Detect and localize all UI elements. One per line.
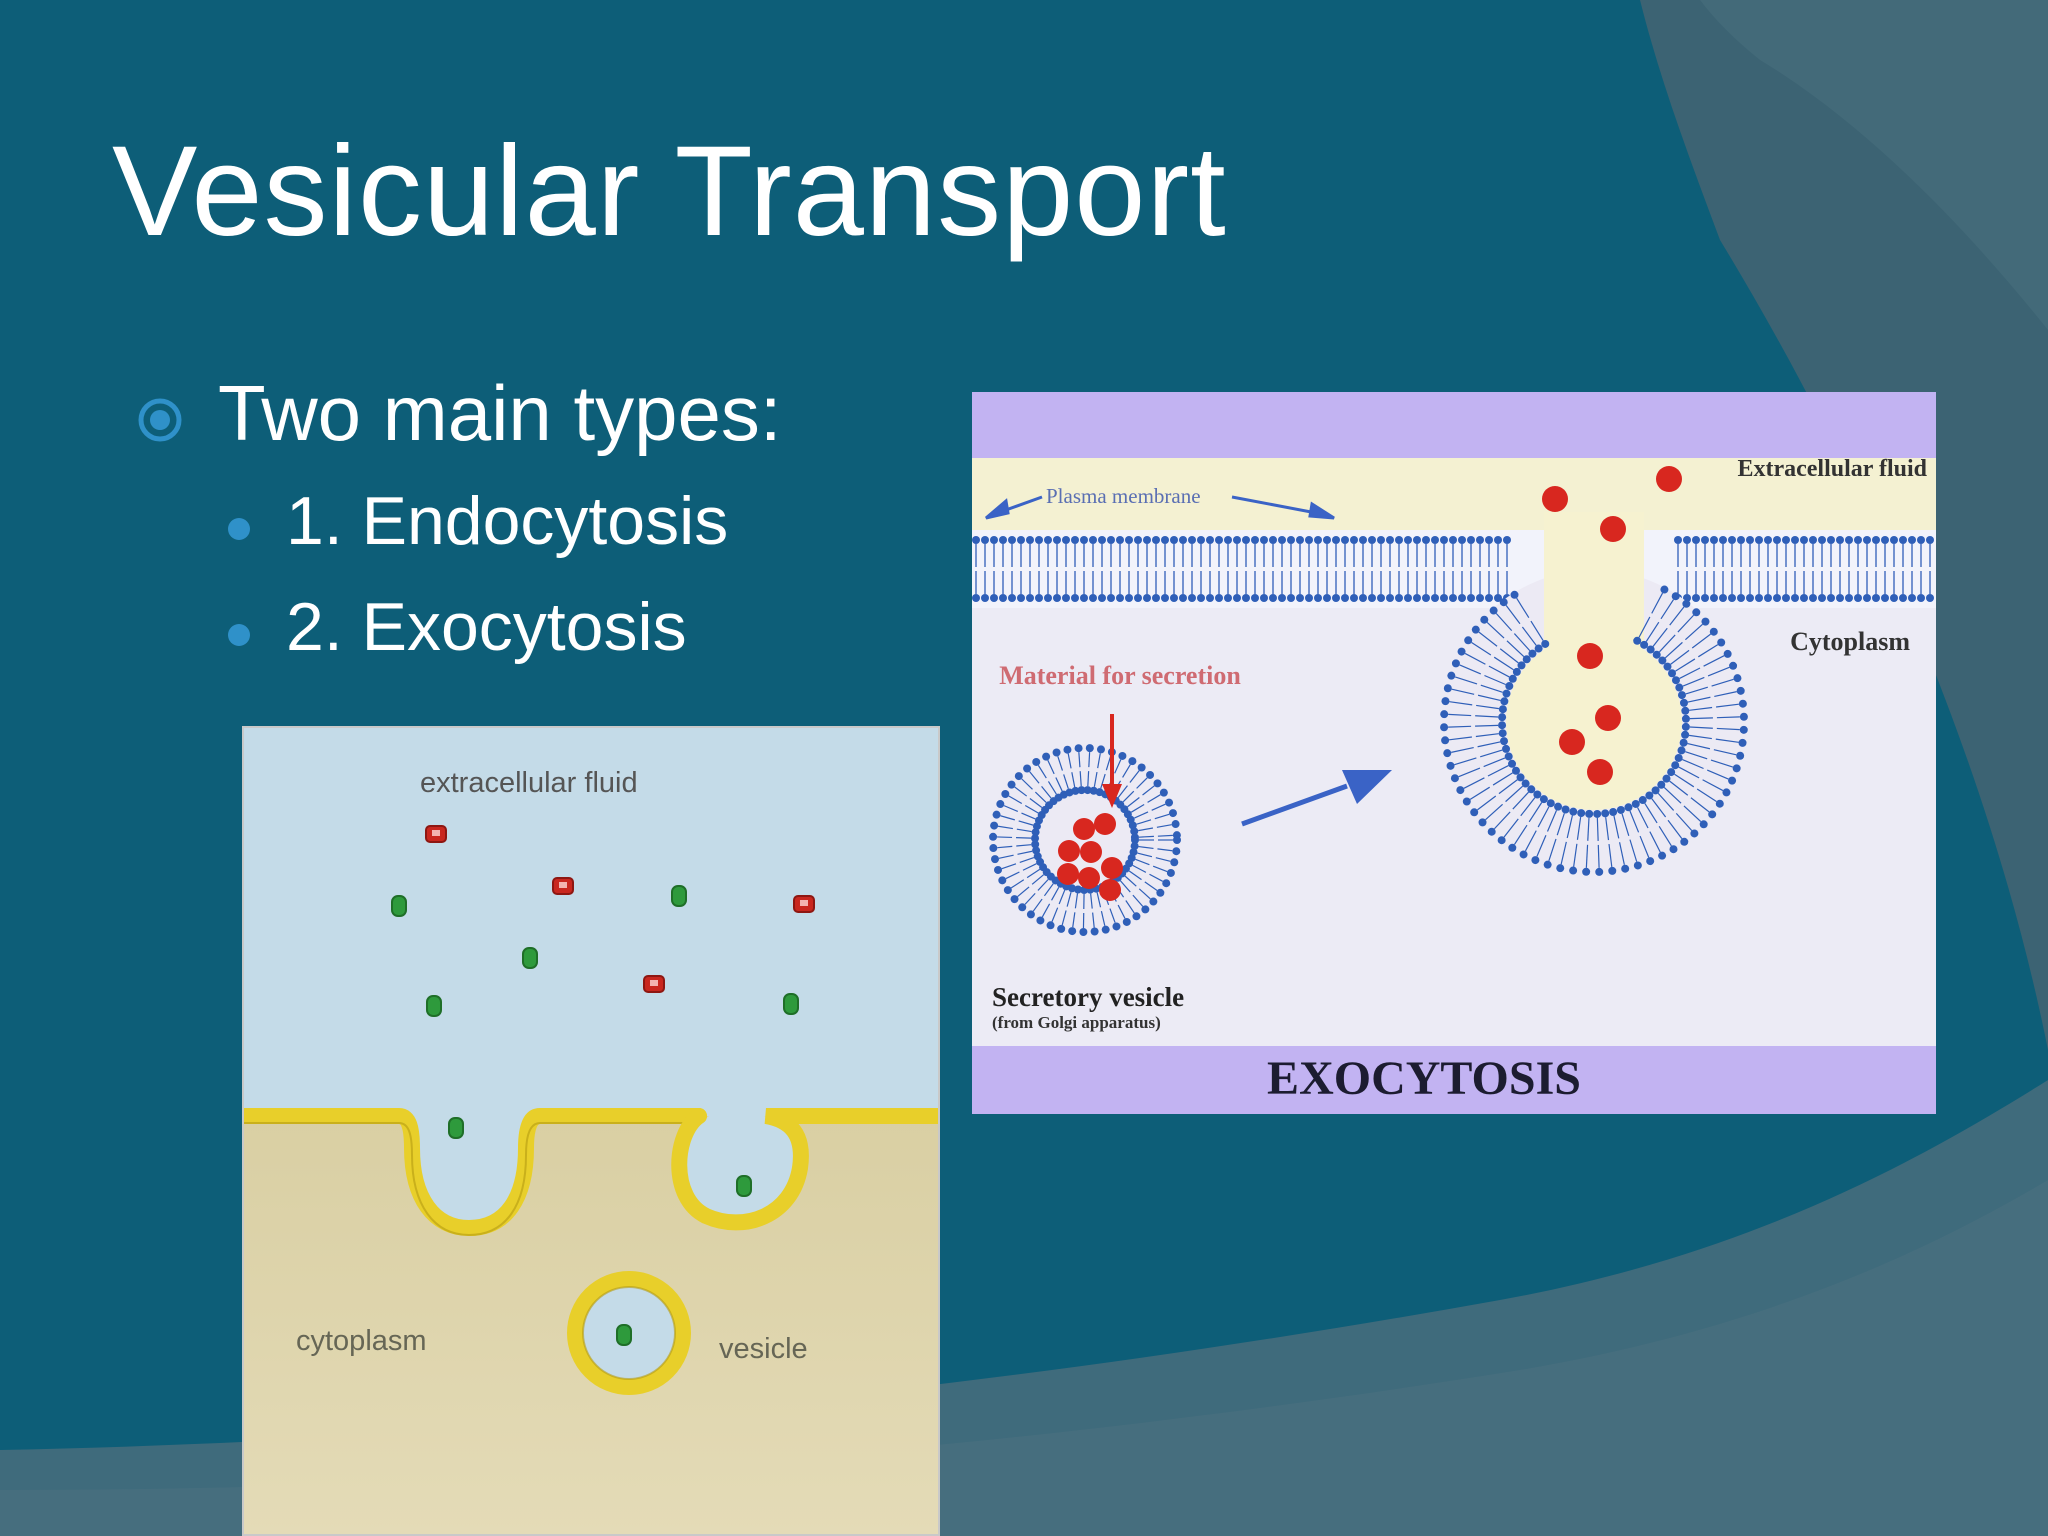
endocytosis-illustration: extracellular fluid cytoplasm vesicle: [244, 728, 938, 1534]
target-bullet-icon: [138, 398, 182, 442]
cytoplasm-label: Cytoplasm: [1790, 627, 1910, 656]
bullet-text: Two main types:: [218, 369, 782, 457]
slide-title: Vesicular Transport: [112, 120, 1227, 263]
fusing-vesicle-membrane: [1440, 585, 1748, 876]
exocytosis-caption: EXOCYTOSIS: [1267, 1052, 1581, 1105]
dot-bullet-icon: [228, 518, 250, 540]
extracellular-fluid-label: extracellular fluid: [420, 767, 638, 799]
plasma-membrane-arrows: [985, 495, 1335, 520]
cytoplasm-label: cytoplasm: [296, 1325, 427, 1357]
secretion-particles: [1057, 466, 1682, 901]
dot-bullet-icon: [228, 624, 250, 646]
secretory-vesicle-membrane: [989, 744, 1181, 936]
subbullet-text: 2. Exocytosis: [286, 589, 687, 665]
exocytosis-diagram: Plasma membrane Extracellular fluid Cyto…: [972, 392, 1936, 1114]
exocytosis-illustration: Plasma membrane Extracellular fluid Cyto…: [972, 392, 1936, 1114]
green-particles: [391, 885, 799, 1346]
plasma-membrane-label: Plasma membrane: [1046, 484, 1201, 508]
endocytosis-diagram: extracellular fluid cytoplasm vesicle: [242, 726, 940, 1536]
plasma-membrane-bilayer: [972, 536, 1934, 602]
subbullet-text: 1. Endocytosis: [286, 483, 729, 559]
extracellular-fluid-label: Extracellular fluid: [1737, 456, 1927, 482]
transport-arrow-icon: [1241, 770, 1392, 827]
vesicle-label: vesicle: [719, 1333, 808, 1365]
secretory-vesicle-label: Secretory vesicle: [992, 982, 1184, 1012]
material-for-secretion-label: Material for secretion: [999, 661, 1241, 690]
from-golgi-label: (from Golgi apparatus): [992, 1013, 1161, 1032]
